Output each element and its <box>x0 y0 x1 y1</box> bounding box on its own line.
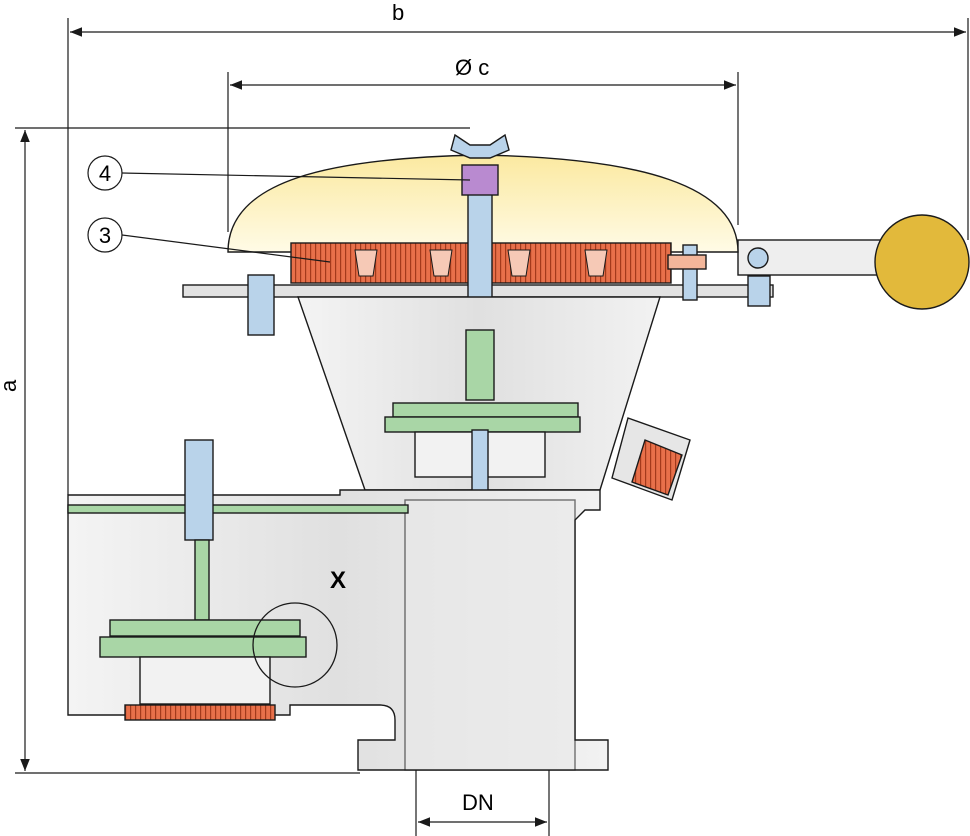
extension-lines <box>15 18 969 836</box>
dimension-dn-label: DN <box>462 790 494 815</box>
callout-3: 3 <box>87 217 331 263</box>
counterweight <box>737 214 970 310</box>
detail-x-label: X <box>330 567 346 594</box>
gasket <box>67 504 409 514</box>
pressure-pallet <box>384 329 581 501</box>
arrester-windows <box>354 249 608 277</box>
callout-4-number: 4 <box>99 161 111 186</box>
dimension-a-label: a <box>0 379 21 392</box>
side-flame-arrester <box>611 417 691 501</box>
callout-3-number: 3 <box>99 223 111 248</box>
outlet-column <box>404 499 576 771</box>
vacuum-pallet <box>99 439 307 705</box>
callout-4: 4 <box>87 155 471 191</box>
flame-arrester-element-lower <box>124 704 276 721</box>
dimension-c-label: Ø c <box>455 55 489 80</box>
detail-x-circle <box>252 602 338 688</box>
wing-nut-icon <box>450 133 510 159</box>
dimension-b-label: b <box>392 0 404 25</box>
bolt-icon <box>247 244 771 336</box>
